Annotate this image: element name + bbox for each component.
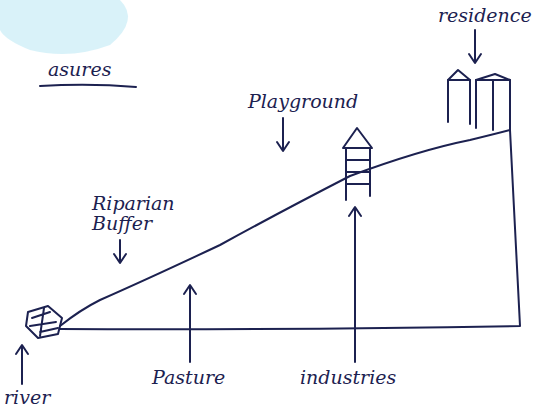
area-label: Riparian Buffer [92,194,184,234]
heading-text: asures [48,60,111,80]
area-label: industries [300,368,396,388]
area-label: Playground [248,92,358,112]
area-label: Pasture [152,368,225,388]
area-label: residence [438,6,532,26]
area-label: river [4,388,50,408]
